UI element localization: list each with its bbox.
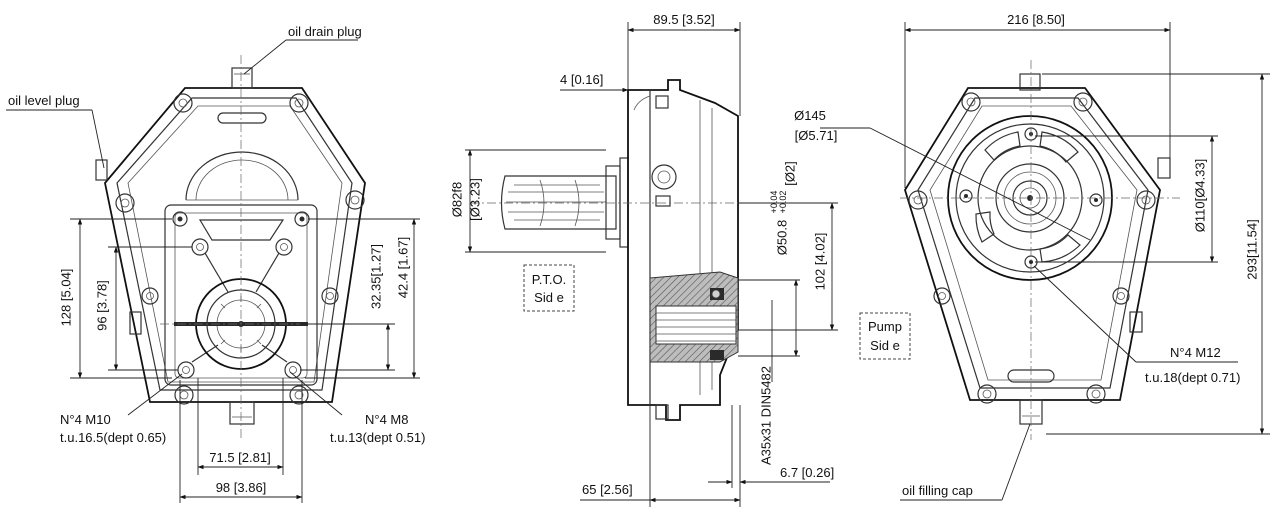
dim-145-b: [Ø5.71] xyxy=(795,128,838,143)
label-shaft-spec: A35x31 DIN5482 xyxy=(759,366,774,465)
front-view xyxy=(95,55,366,440)
pump-side-box: Pump Sid e xyxy=(859,312,911,360)
label-pto-side-1: P.T.O. xyxy=(532,272,566,287)
dim-102: 102 [4.02] xyxy=(813,233,828,291)
dim-4: 4 [0.16] xyxy=(560,72,603,87)
dim-50-8-tol-lower: +0.02 xyxy=(778,191,788,214)
dim-128: 128 [5.04] xyxy=(59,269,74,327)
dim-50-8: Ø50.8 xyxy=(775,220,790,255)
label-pto-side-2: Sid e xyxy=(534,290,564,305)
dim-82f8-b: [Ø3.23] xyxy=(468,178,483,221)
rear-view-dimensions: 216 [8.50] Ø145 [Ø5.71] Ø110[Ø4.33] 293[… xyxy=(794,12,1270,435)
label-oil-filling-cap: oil filling cap xyxy=(902,483,973,498)
dim-96: 96 [3.78] xyxy=(95,280,110,331)
dim-216: 216 [8.50] xyxy=(1007,12,1065,27)
label-right-holes-1: N°4 M12 xyxy=(1170,345,1221,360)
label-pump-side-2: Sid e xyxy=(870,338,900,353)
label-oil-level-plug: oil level plug xyxy=(8,93,80,108)
dim-293: 293[11.54] xyxy=(1245,219,1260,279)
label-left-holes-2: t.u.16.5(dept 0.65) xyxy=(60,430,166,445)
dim-32-35: 32.35[1.27] xyxy=(369,244,384,309)
dim-65: 65 [2.56] xyxy=(582,482,633,497)
front-view-dimensions: 128 [5.04] 96 [3.78] 32.35[1.27] 42.4 [1… xyxy=(59,218,420,503)
pto-side-box: P.T.O. Sid e xyxy=(523,264,575,312)
dim-50-8-inch: [Ø2] xyxy=(783,161,798,186)
rear-view-callouts: N°4 M12 t.u.18(dept 0.71) oil filling ca… xyxy=(900,265,1240,501)
rear-view xyxy=(900,60,1180,440)
label-oil-drain-plug: oil drain plug xyxy=(288,24,362,39)
dim-110: Ø110[Ø4.33] xyxy=(1193,159,1208,232)
dim-98: 98 [3.86] xyxy=(216,480,267,495)
front-view-callouts: oil drain plug oil level plug N°4 M10 t.… xyxy=(6,24,425,445)
dim-82f8-a: Ø82f8 xyxy=(450,182,465,217)
dim-71-5: 71.5 [2.81] xyxy=(209,450,270,465)
side-view xyxy=(470,79,760,421)
label-mid-holes-1: N°4 M8 xyxy=(365,412,409,427)
label-left-holes-1: N°4 M10 xyxy=(60,412,111,427)
side-view-dimensions: 89.5 [3.52] 4 [0.16] Ø82f8 [Ø3.23] Ø50.8… xyxy=(450,12,838,507)
dim-42-4: 42.4 [1.67] xyxy=(396,237,411,298)
dim-6-7: 6.7 [0.26] xyxy=(780,465,834,480)
dim-50-8-tol-upper: +0.04 xyxy=(769,191,779,214)
label-pump-side-1: Pump xyxy=(868,319,902,334)
label-mid-holes-2: t.u.13(dept 0.51) xyxy=(330,430,425,445)
dim-145-a: Ø145 xyxy=(794,108,826,123)
rear-bolt-bosses xyxy=(908,92,1156,404)
label-right-holes-2: t.u.18(dept 0.71) xyxy=(1145,370,1240,385)
dim-89-5: 89.5 [3.52] xyxy=(653,12,714,27)
